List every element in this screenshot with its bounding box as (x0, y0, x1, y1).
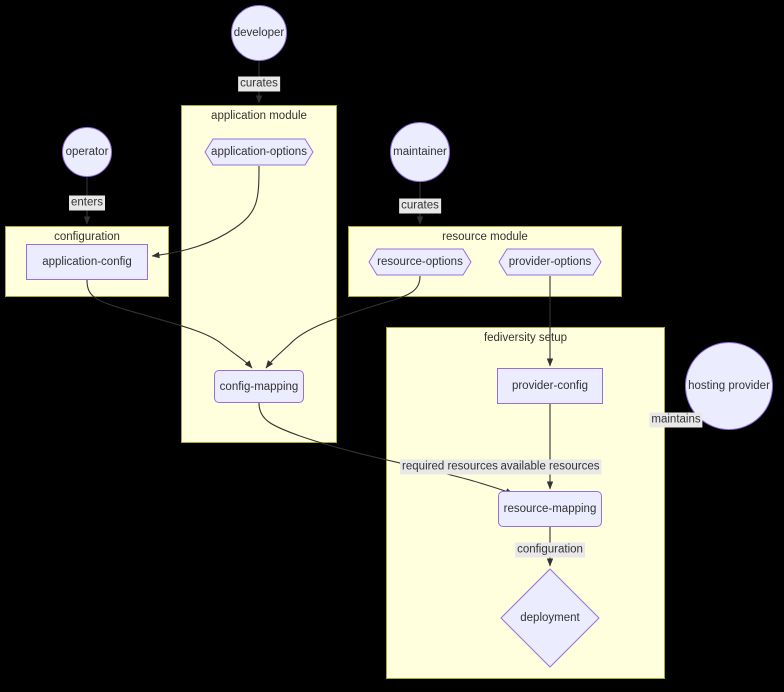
edge-label-enters: enters (69, 195, 105, 211)
subgraph-title-resource-module: resource module (442, 231, 528, 243)
node-deployment[interactable]: deployment (500, 568, 600, 668)
node-config-mapping[interactable]: config-mapping (214, 370, 304, 403)
node-resource-options[interactable]: resource-options (368, 248, 472, 276)
node-label-deployment: deployment (520, 612, 580, 624)
node-maintainer[interactable]: maintainer (390, 122, 450, 182)
edge-label-configuration: configuration (515, 542, 585, 558)
node-label-provider-options: provider-options (508, 256, 592, 268)
node-label-maintainer: maintainer (393, 146, 447, 158)
subgraph-title-configuration: configuration (54, 231, 120, 243)
node-label-developer: developer (233, 27, 285, 39)
node-hosting-provider[interactable]: hosting provider (685, 342, 773, 430)
diamond-shape (500, 568, 600, 668)
node-application-config[interactable]: application-config (26, 244, 148, 280)
node-label-resource-options: resource-options (377, 256, 463, 268)
node-developer[interactable]: developer (231, 5, 287, 61)
edge-label-curates-developer: curates (238, 76, 280, 92)
node-application-options[interactable]: application-options (204, 138, 314, 166)
edge-label-required-resources: required resources (400, 459, 500, 475)
node-operator[interactable]: operator (62, 127, 112, 177)
node-label-hosting-provider: hosting provider (688, 380, 770, 392)
hexagon-shape (498, 248, 602, 276)
node-provider-options[interactable]: provider-options (498, 248, 602, 276)
subgraph-title-application-module: application module (211, 110, 307, 122)
node-label-provider-config: provider-config (511, 380, 589, 392)
edge-label-curates-maintainer: curates (399, 198, 441, 214)
node-label-config-mapping: config-mapping (219, 380, 299, 393)
node-label-operator: operator (65, 146, 109, 158)
node-resource-mapping[interactable]: resource-mapping (498, 491, 602, 527)
subgraph-title-fediversity-setup: fediversity setup (483, 332, 568, 344)
node-label-resource-mapping: resource-mapping (503, 503, 597, 515)
edge-label-maintains: maintains (649, 412, 703, 428)
node-label-application-config: application-config (42, 256, 132, 268)
hexagon-shape (204, 138, 314, 166)
node-provider-config[interactable]: provider-config (497, 368, 603, 404)
edge-label-available-resources: available resources (498, 459, 602, 475)
node-label-application-options: application-options (211, 146, 307, 158)
hexagon-shape (368, 248, 472, 276)
